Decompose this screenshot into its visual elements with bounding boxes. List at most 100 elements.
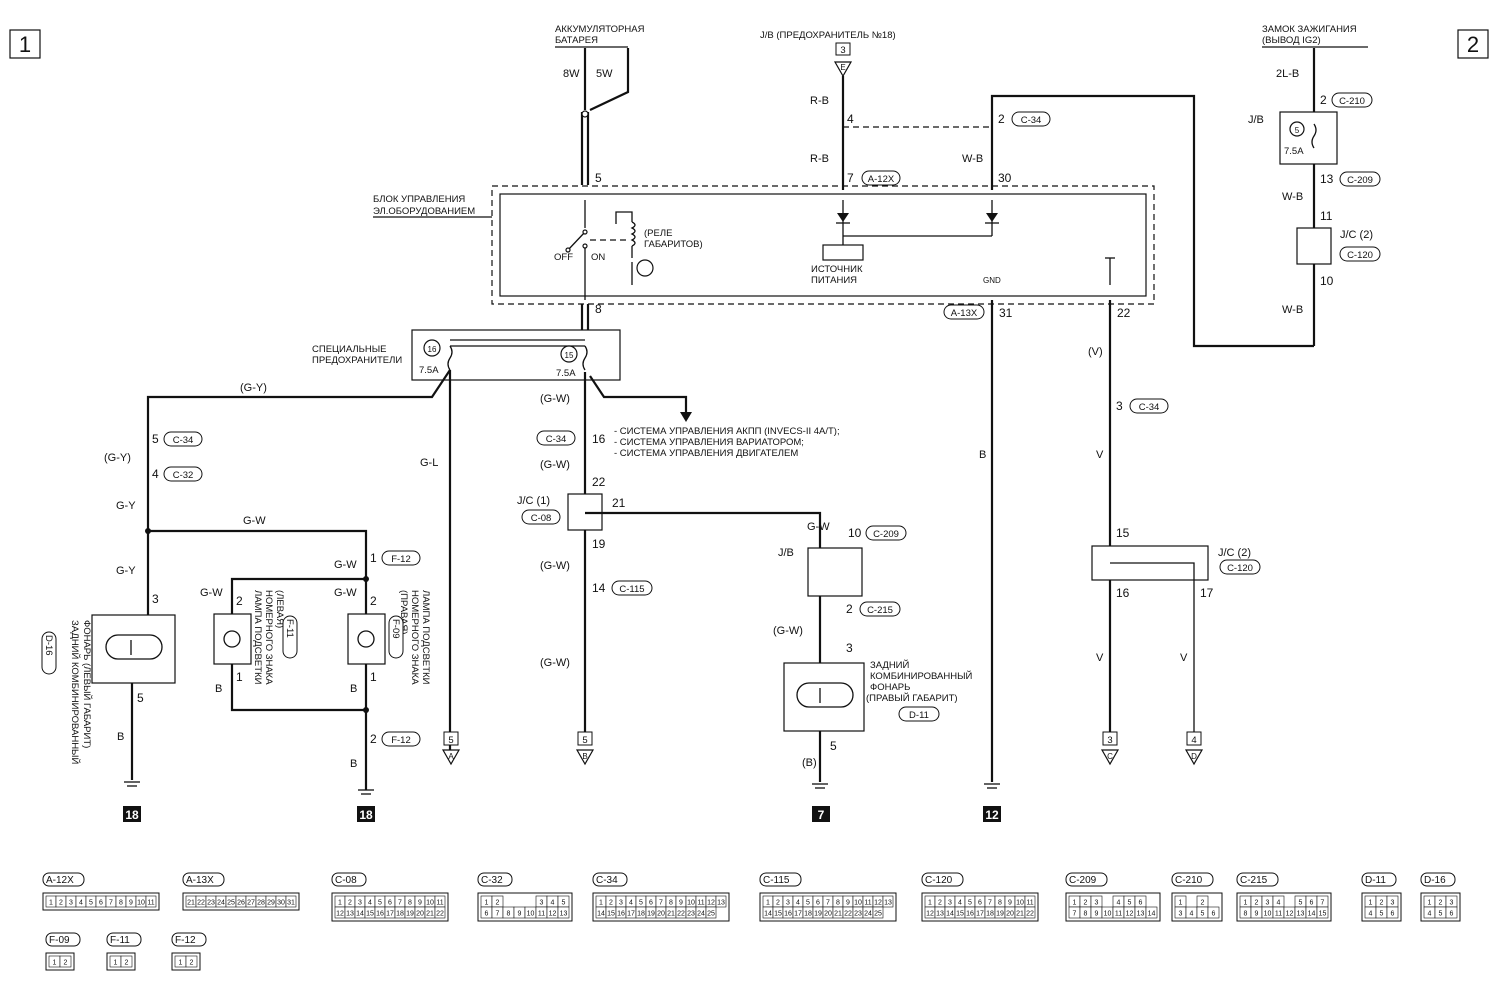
wire-wb-etacs: W-B — [962, 153, 983, 165]
legend-pin-cell — [120, 955, 133, 968]
legend-pin-number: 11 — [864, 900, 871, 907]
legend-pin-number: 7 — [109, 900, 113, 907]
legend-tag-f-09 — [45, 932, 81, 947]
pin-4-c32: 4 — [152, 467, 159, 481]
legend-pin-number: 25 — [707, 911, 715, 918]
legend-pin-number: 21 — [834, 911, 842, 918]
legend-pin-number: 7 — [496, 911, 500, 918]
legend-pin-number: 12 — [874, 900, 882, 907]
fuse-15-num: 15 — [565, 351, 574, 360]
fuses-label-2: ПРЕДОХРАНИТЕЛИ — [312, 355, 402, 366]
legend-pin-cell — [872, 906, 884, 919]
pin-1-f12: 1 — [370, 551, 377, 565]
pin-5-d11: 5 — [830, 739, 837, 753]
legend-pin-number: 21 — [426, 911, 434, 918]
legend-pin-number: 2 — [1201, 900, 1205, 907]
wire-b-f11: B — [215, 683, 222, 695]
legend-pin-number: 22 — [677, 911, 685, 918]
legend-pin-number: 1 — [1369, 900, 1373, 907]
legend-label-f-11: F-11 — [110, 935, 130, 946]
legend-tag-f-12 — [171, 932, 207, 947]
legend-pin-number: 7 — [659, 900, 663, 907]
legend-pin-number: 30 — [277, 900, 285, 907]
legend-pin-number: 4 — [1190, 911, 1194, 918]
jc2-label-top: J/C (2) — [1340, 229, 1373, 241]
legend-pin-number: 8 — [408, 900, 412, 907]
conn-f11: F-11 — [284, 619, 295, 638]
pin-3-d11: 3 — [846, 641, 853, 655]
legend-pin-number: 2 — [1255, 900, 1259, 907]
ref-b: B — [582, 752, 587, 761]
legend-pin-number: 4 — [1369, 911, 1373, 918]
legend-pin-number: 1 — [338, 900, 342, 907]
pin-10-c209: 10 — [848, 526, 862, 540]
legend-pin-number: 7 — [988, 900, 992, 907]
legend-pin-number: 21 — [1016, 911, 1024, 918]
pin-2-f11: 2 — [236, 594, 243, 608]
conn-c34-v: C-34 — [1139, 402, 1160, 413]
wire-2lb: 2L-B — [1276, 68, 1299, 80]
pin-16-jc2: 16 — [1116, 586, 1130, 600]
legend-pin-number: 10 — [687, 900, 695, 907]
legend-pin-number: 4 — [1428, 911, 1432, 918]
ground-12: 12 — [985, 808, 999, 822]
legend-pin-number: 4 — [796, 900, 800, 907]
legend-pin-number: 11 — [697, 900, 704, 907]
wire-rb-1: R-B — [810, 95, 829, 107]
legend-pin-cell — [705, 906, 717, 919]
legend-pin-number: 6 — [1391, 911, 1395, 918]
legend-pin-cell — [1145, 906, 1158, 919]
ref-4-d: 4 — [1191, 735, 1196, 746]
legend-label-c-210: C-210 — [1175, 875, 1203, 886]
conn-a13x: A-13X — [951, 308, 978, 319]
wire-gy-top: (G-Y) — [240, 382, 267, 394]
legend-pin-cell — [715, 895, 727, 908]
legend-pin-number: 7 — [398, 900, 402, 907]
legend-pin-cell — [1445, 906, 1458, 919]
legend-label-c-215: C-215 — [1240, 875, 1268, 886]
wire-v-c: V — [1096, 652, 1104, 664]
wire-b-gnd: B — [979, 449, 986, 461]
pin-2-c34-top: 2 — [998, 112, 1005, 126]
conn-c209-mid: C-209 — [873, 529, 899, 540]
legend-pin-number: 11 — [1115, 911, 1122, 918]
legend-pin-number: 5 — [1439, 911, 1443, 918]
ground-18-right: 18 — [359, 808, 373, 822]
pin-22-jc1: 22 — [592, 475, 606, 489]
legend-pin-number: 17 — [794, 911, 802, 918]
legend-pin-number: 19 — [406, 911, 414, 918]
legend-pin-number: 4 — [551, 900, 555, 907]
legend-pin-number: 16 — [617, 911, 625, 918]
legend-pin-number: 2 — [496, 900, 500, 907]
wire-rb-2: R-B — [810, 153, 829, 165]
legend-pin-number: 5 — [1128, 900, 1132, 907]
jc1-label: J/C (1) — [517, 495, 550, 507]
legend-pin-number: 8 — [669, 900, 673, 907]
legend-pin-number: 12 — [1286, 911, 1294, 918]
legend-pin-number: 7 — [826, 900, 830, 907]
legend-pin-number: 16 — [784, 911, 792, 918]
wire-gw-c34: (G-W) — [540, 459, 570, 471]
battery-title: АККУМУЛЯТОРНАЯ — [555, 24, 645, 35]
legend-pin-number: 13 — [1297, 911, 1305, 918]
ref-5-b: 5 — [582, 735, 587, 746]
legend-pin-number: 10 — [1104, 911, 1112, 918]
legend-pin-number: 22 — [436, 911, 444, 918]
legend-pin-number: 24 — [864, 911, 872, 918]
legend-pin-number: 8 — [998, 900, 1002, 907]
conn-c210: C-210 — [1339, 96, 1365, 107]
legend-pin-number: 18 — [804, 911, 812, 918]
legend-pin-number: 14 — [1308, 911, 1316, 918]
legend-pin-number: 12 — [549, 911, 557, 918]
legend-pin-number: 9 — [518, 911, 522, 918]
legend-pin-cell — [557, 906, 570, 919]
legend-pin-number: 2 — [776, 900, 780, 907]
legend-pin-number: 25 — [874, 911, 882, 918]
pin-5-c34-left: 5 — [152, 432, 159, 446]
legend-label-c-120: C-120 — [925, 875, 953, 886]
wire-v-top: (V) — [1088, 346, 1103, 358]
legend-label-d-11: D-11 — [1365, 875, 1386, 886]
legend-pin-number: 2 — [1380, 900, 1384, 907]
